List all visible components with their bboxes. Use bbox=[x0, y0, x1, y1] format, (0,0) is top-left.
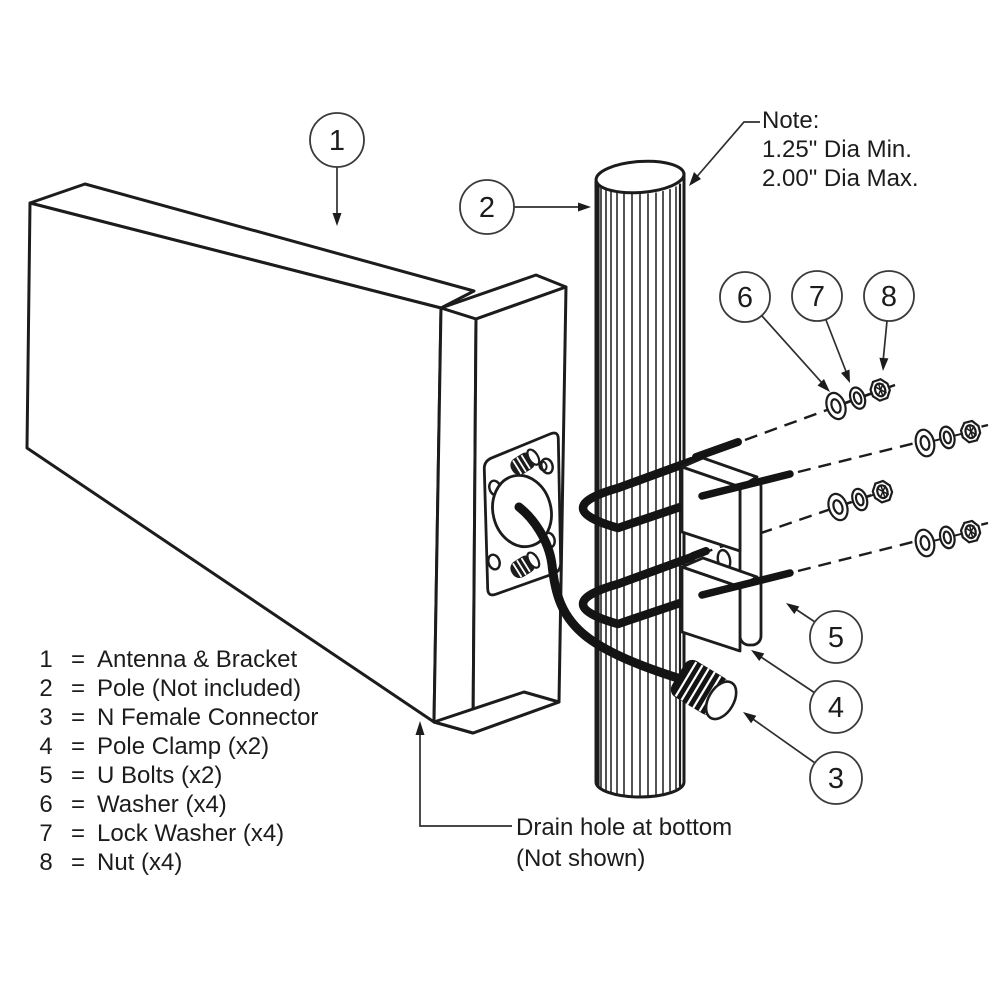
callout-6: 6 bbox=[719, 271, 771, 323]
legend-item-3: 3 = N Female Connector bbox=[33, 703, 318, 732]
legend-item-label: U Bolts (x2) bbox=[97, 762, 223, 789]
pole-top-face bbox=[594, 159, 686, 195]
legend-item-4: 4 = Pole Clamp (x2) bbox=[33, 732, 318, 761]
washer-lockwasher-nut-set-4 bbox=[911, 515, 984, 560]
annotation-arrowheads bbox=[415, 172, 701, 735]
drain-hole-note: Drain hole at bottom (Not shown) bbox=[516, 812, 732, 874]
legend-equals: = bbox=[70, 849, 85, 876]
bolt-axis-4 bbox=[797, 521, 989, 573]
callout-bubbles: 1 2 6 7 8 5 4 3 bbox=[309, 112, 915, 805]
legend-item-5: 5 = U Bolts (x2) bbox=[33, 761, 318, 790]
legend-item-label: Pole (Not included) bbox=[97, 675, 302, 702]
legend-item-number: 6 bbox=[39, 791, 53, 818]
callout-arrowheads bbox=[332, 202, 889, 724]
legend-item-label: Lock Washer (x4) bbox=[97, 820, 285, 847]
u-bolts bbox=[579, 456, 697, 629]
washer-lockwasher-nut-set-2 bbox=[911, 415, 984, 460]
washer-lockwasher-nut-set-3 bbox=[823, 474, 897, 524]
rod-4 bbox=[698, 569, 794, 599]
legend-item-8: 8 = Nut (x4) bbox=[33, 848, 318, 877]
legend-equals: = bbox=[70, 704, 85, 731]
callout-1: 1 bbox=[309, 112, 365, 168]
callout-5-leader bbox=[793, 607, 816, 623]
legend-item-7: 7 = Lock Washer (x4) bbox=[33, 819, 318, 848]
coax-cable bbox=[514, 502, 689, 685]
note-heading: Note: bbox=[762, 107, 820, 134]
callout-4-number: 4 bbox=[828, 692, 844, 724]
callout-4: 4 bbox=[809, 680, 863, 734]
legend-item-number: 1 bbox=[39, 646, 53, 673]
pole-diameter-note: Note: 1.25" Dia Min. 2.00" Dia Max. bbox=[762, 106, 919, 193]
legend-item-number: 2 bbox=[39, 675, 53, 702]
u-bolt-threaded-rods bbox=[689, 438, 794, 599]
callout-5: 5 bbox=[809, 610, 863, 664]
callout-7-number: 7 bbox=[809, 281, 825, 313]
hardware-sets bbox=[821, 373, 984, 560]
callout-2-number: 2 bbox=[479, 192, 495, 224]
u-bolt-upper bbox=[579, 456, 697, 533]
parts-legend: 1 = Antenna & Bracket 2 = Pole (Not included… bbox=[33, 645, 318, 877]
callout-5-number: 5 bbox=[828, 622, 844, 654]
u-bolt-lower bbox=[579, 552, 697, 629]
rod-stub-3 bbox=[689, 547, 710, 560]
legend-equals: = bbox=[70, 791, 85, 818]
legend-item-number: 3 bbox=[39, 704, 53, 731]
note-line-2: 2.00" Dia Max. bbox=[762, 165, 919, 192]
bracket-bottom-face bbox=[432, 690, 561, 735]
note-arrowhead bbox=[689, 172, 701, 186]
note-leader-line bbox=[693, 121, 760, 181]
legend-item-label: Pole Clamp (x2) bbox=[97, 733, 270, 760]
jack-screw-bottom bbox=[510, 551, 541, 579]
callout-7: 7 bbox=[791, 270, 843, 322]
legend-equals: = bbox=[70, 733, 85, 760]
note-line-1: 1.25" Dia Min. bbox=[762, 136, 912, 163]
callout-3-leader bbox=[749, 716, 816, 764]
callout-3: 3 bbox=[809, 751, 863, 805]
n-connector-knob bbox=[670, 659, 738, 721]
callout-6-number: 6 bbox=[737, 282, 753, 314]
drain-note-line-2: (Not shown) bbox=[516, 845, 646, 872]
callout-7-leader bbox=[825, 319, 848, 375]
knob-end-face bbox=[704, 680, 738, 721]
clamp-back-bar bbox=[738, 476, 763, 647]
drain-leader-line bbox=[419, 734, 512, 827]
drain-arrowhead bbox=[415, 721, 425, 735]
jack-screw-top bbox=[510, 448, 548, 476]
legend-item-number: 8 bbox=[39, 849, 53, 876]
callout-1-number: 1 bbox=[329, 125, 345, 157]
callout-8-number: 8 bbox=[881, 281, 897, 313]
rod-2 bbox=[698, 470, 794, 500]
washer-lockwasher-nut-set-1 bbox=[821, 373, 895, 423]
callout-8-leader bbox=[882, 320, 888, 363]
legend-item-1: 1 = Antenna & Bracket bbox=[33, 645, 318, 674]
legend-item-6: 6 = Washer (x4) bbox=[33, 790, 318, 819]
legend-item-label: N Female Connector bbox=[97, 704, 319, 731]
callout-8: 8 bbox=[863, 270, 915, 322]
callout-6-leader bbox=[761, 315, 824, 385]
bolt-axis-2 bbox=[797, 423, 989, 474]
callout-2: 2 bbox=[459, 179, 515, 235]
drain-note-line-1: Drain hole at bottom bbox=[516, 814, 733, 841]
legend-equals: = bbox=[70, 646, 85, 673]
annotation-leaders bbox=[419, 121, 760, 827]
callout-leaders bbox=[336, 167, 888, 764]
legend-item-number: 7 bbox=[39, 820, 53, 847]
legend-equals: = bbox=[70, 820, 85, 847]
legend-item-number: 5 bbox=[39, 762, 53, 789]
legend-equals: = bbox=[70, 675, 85, 702]
legend-item-2: 2 = Pole (Not included) bbox=[33, 674, 318, 703]
bracket-side-strip bbox=[432, 306, 478, 735]
legend-item-label: Washer (x4) bbox=[97, 791, 227, 818]
legend-equals: = bbox=[70, 762, 85, 789]
antenna-body bbox=[25, 182, 568, 735]
callout-4-leader bbox=[757, 654, 816, 694]
legend-item-label: Nut (x4) bbox=[97, 849, 183, 876]
rod-stub-1 bbox=[692, 438, 742, 461]
callout-3-number: 3 bbox=[828, 763, 844, 795]
legend-item-label: Antenna & Bracket bbox=[97, 646, 298, 673]
legend-item-number: 4 bbox=[39, 733, 53, 760]
pole-clamps bbox=[680, 456, 763, 653]
